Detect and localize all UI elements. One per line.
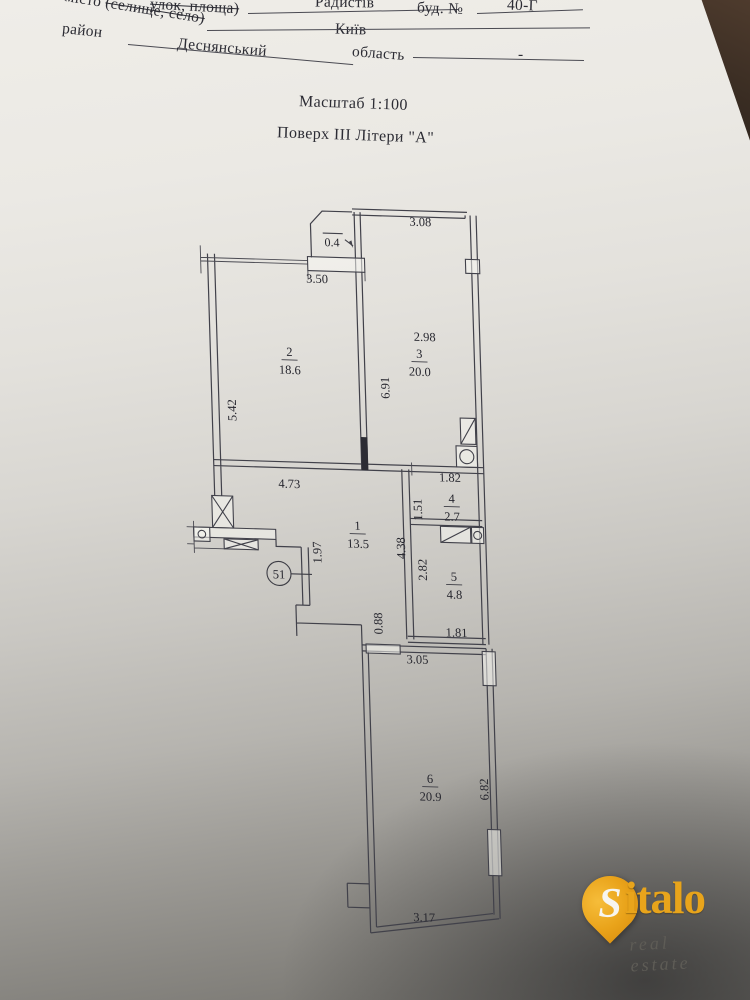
region-value: - <box>518 46 524 63</box>
room-labels: 1 13.5 2 18.6 3 20.0 4 2.7 5 4.8 6 20.9 <box>279 345 463 804</box>
dim-6-82: 6.82 <box>477 778 492 800</box>
dim-0-88: 0.88 <box>371 612 386 634</box>
logo-brand-text: italo <box>625 873 706 923</box>
room-2-area: 18.6 <box>279 363 301 378</box>
room-6-area: 20.9 <box>419 789 441 804</box>
sitalo-logo: S italo real estate <box>570 864 728 976</box>
dim-1-81: 1.81 <box>445 625 467 640</box>
room-6-number: 6 <box>427 772 434 786</box>
apartment-number-badge <box>266 560 312 586</box>
dimension-labels: 3.08 0.4 3.50 2.98 5.42 6.91 4.73 1.82 1… <box>225 215 492 925</box>
logo-tagline: real estate <box>628 932 692 976</box>
dim-1-51: 1.51 <box>411 499 426 521</box>
dim-2-98: 2.98 <box>414 330 436 345</box>
dim-5-42: 5.42 <box>225 399 240 421</box>
dim-4-38: 4.38 <box>394 537 409 559</box>
room-1-number: 1 <box>354 519 361 533</box>
dim-3-50: 3.50 <box>306 272 328 287</box>
dim-3-05: 3.05 <box>406 652 428 667</box>
dim-2-82: 2.82 <box>415 559 430 581</box>
dim-0-4: 0.4 <box>324 235 339 249</box>
room-5-number: 5 <box>451 570 458 584</box>
room-2-number: 2 <box>286 345 293 359</box>
dim-4-73: 4.73 <box>278 477 300 492</box>
dim-3-17: 3.17 <box>413 910 435 925</box>
plan-symbols <box>193 232 503 877</box>
room-1-area: 13.5 <box>347 537 369 552</box>
apartment-number: 51 <box>273 567 286 581</box>
room-5-area: 4.8 <box>446 587 462 601</box>
vent-shaft-round <box>455 445 479 469</box>
walls <box>206 208 501 934</box>
room-3-number: 3 <box>416 347 423 361</box>
room-4-number: 4 <box>448 492 455 506</box>
room-4-area: 2.7 <box>444 509 460 523</box>
wall-solid-segment <box>360 437 369 471</box>
dim-1-82: 1.82 <box>439 470 461 485</box>
dim-3-08: 3.08 <box>409 215 431 230</box>
dim-6-91: 6.91 <box>378 377 393 399</box>
room-3-area: 20.0 <box>409 365 431 380</box>
dim-1-97: 1.97 <box>310 541 325 563</box>
